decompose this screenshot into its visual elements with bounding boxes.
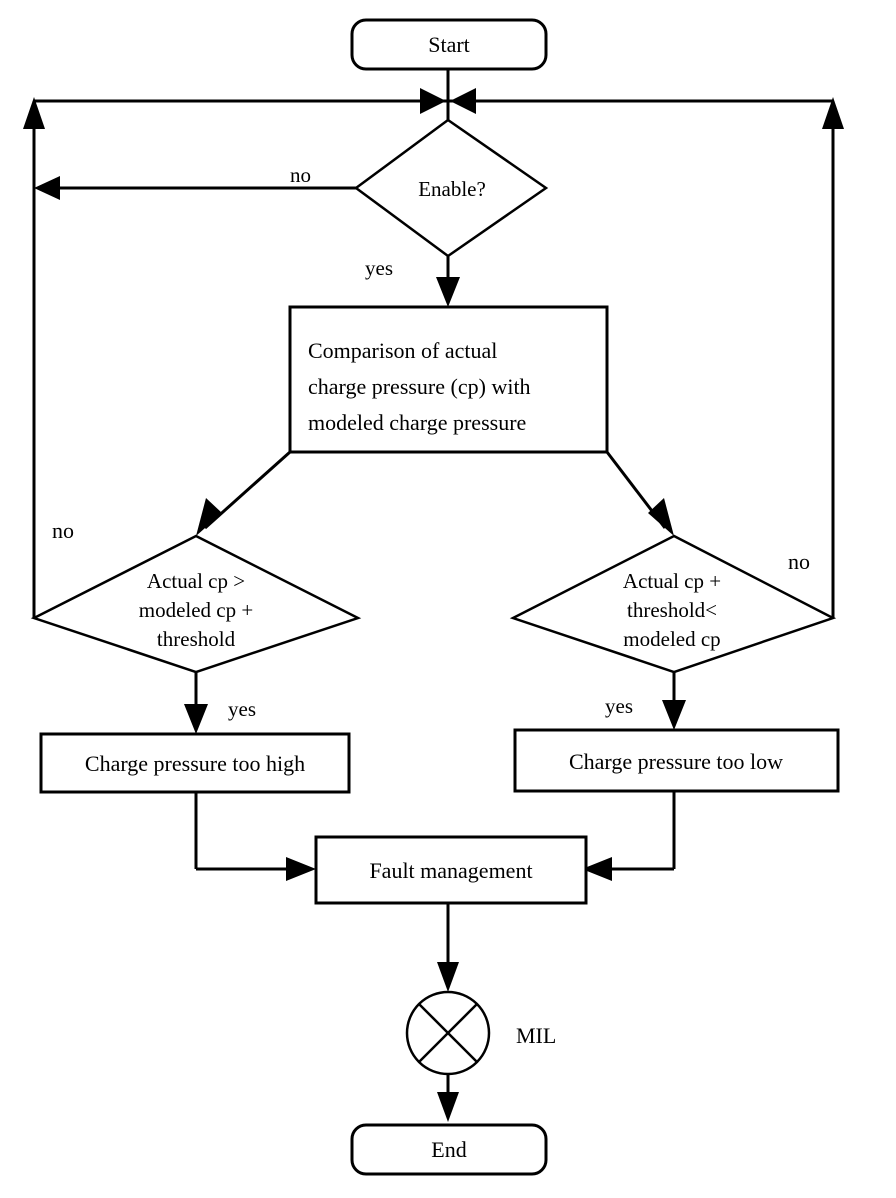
arrowhead-right-return-up [822, 97, 844, 129]
low-decision-line-2: threshold< [627, 598, 717, 622]
node-fault-management[interactable]: Fault management [314, 835, 588, 905]
high-decision-line-1: Actual cp > [147, 569, 245, 593]
arrowhead-fault-to-mil [437, 962, 459, 992]
high-decision-line-2: modeled cp + [139, 598, 253, 622]
arrowhead-junction-from-left [420, 88, 446, 114]
low-decision-shape [509, 534, 837, 674]
fault-management-label: Fault management [369, 858, 532, 883]
comparison-shape [288, 305, 609, 454]
arrowhead-left-return-up [23, 97, 45, 129]
too-low-label: Charge pressure too low [569, 749, 783, 774]
node-start[interactable]: Start [350, 18, 548, 71]
arrowhead-comparison-to-high [196, 498, 222, 536]
node-end[interactable]: End [350, 1123, 548, 1176]
end-shape [350, 1123, 548, 1176]
start-shape [350, 18, 548, 71]
arrowhead-high-to-fault [286, 857, 316, 881]
edge-label-low-no: no [788, 549, 810, 574]
arrowhead-mil-to-end [437, 1092, 459, 1122]
arrowhead-enable-yes [436, 277, 460, 307]
comparison-line-3: modeled charge pressure [308, 410, 526, 435]
enable-decision-shape [353, 118, 549, 258]
node-mil[interactable]: MIL [405, 990, 556, 1076]
edge-label-high-no: no [52, 518, 74, 543]
enable-decision-label: Enable? [418, 177, 486, 201]
end-label: End [431, 1137, 466, 1162]
edge-label-high-yes: yes [228, 697, 256, 721]
high-decision-shape [30, 534, 362, 674]
low-decision-line-1: Actual cp + [623, 569, 721, 593]
low-decision-line-3: modeled cp [623, 627, 720, 651]
edge-label-low-yes: yes [605, 694, 633, 718]
node-high-decision[interactable]: Actual cp > modeled cp + threshold [30, 534, 362, 674]
node-too-high[interactable]: Charge pressure too high [39, 732, 351, 794]
too-high-shape [39, 732, 351, 794]
mil-label: MIL [516, 1023, 556, 1048]
comparison-line-2: charge pressure (cp) with [308, 374, 531, 399]
arrowhead-high-yes [184, 704, 208, 734]
edge-label-enable-no: no [290, 163, 311, 187]
node-comparison[interactable]: Comparison of actual charge pressure (cp… [288, 305, 609, 454]
high-decision-line-3: threshold [157, 627, 236, 651]
arrowhead-low-yes [662, 700, 686, 730]
node-too-low[interactable]: Charge pressure too low [513, 728, 840, 793]
node-low-decision[interactable]: Actual cp + threshold< modeled cp [509, 534, 837, 674]
fault-management-shape [314, 835, 588, 905]
arrowhead-junction-from-right [450, 88, 476, 114]
start-label: Start [428, 32, 470, 57]
edge-label-enable-yes: yes [365, 256, 393, 280]
too-low-shape [513, 728, 840, 793]
node-enable-decision[interactable]: Enable? [353, 118, 549, 258]
arrowhead-low-to-fault [582, 857, 612, 881]
too-high-label: Charge pressure too high [85, 751, 305, 776]
mil-cross-icon-stroke-2 [418, 1003, 478, 1063]
comparison-line-1: Comparison of actual [308, 338, 497, 363]
arrowhead-comparison-to-low [648, 498, 674, 536]
arrowhead-enable-no [34, 176, 60, 200]
